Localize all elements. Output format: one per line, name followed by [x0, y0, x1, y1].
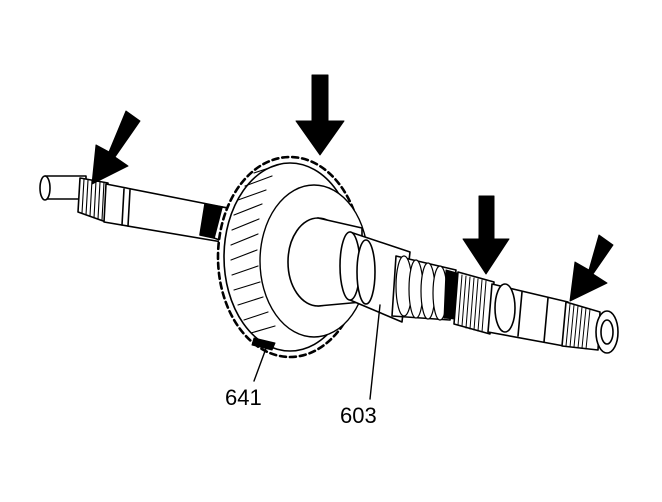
callout-label-603: 603: [340, 403, 377, 428]
arrow-icon: [462, 195, 510, 275]
callout-label-641: 641: [225, 385, 262, 410]
arrow-icon: [91, 110, 141, 185]
arrow-icon: [295, 74, 345, 156]
shaft-603: [339, 231, 619, 354]
left-shaft: [39, 175, 239, 244]
gear-641: [216, 155, 369, 359]
leader-line-603: [369, 304, 381, 400]
arrow-icon: [569, 234, 614, 302]
leader-line-641: [253, 342, 269, 382]
